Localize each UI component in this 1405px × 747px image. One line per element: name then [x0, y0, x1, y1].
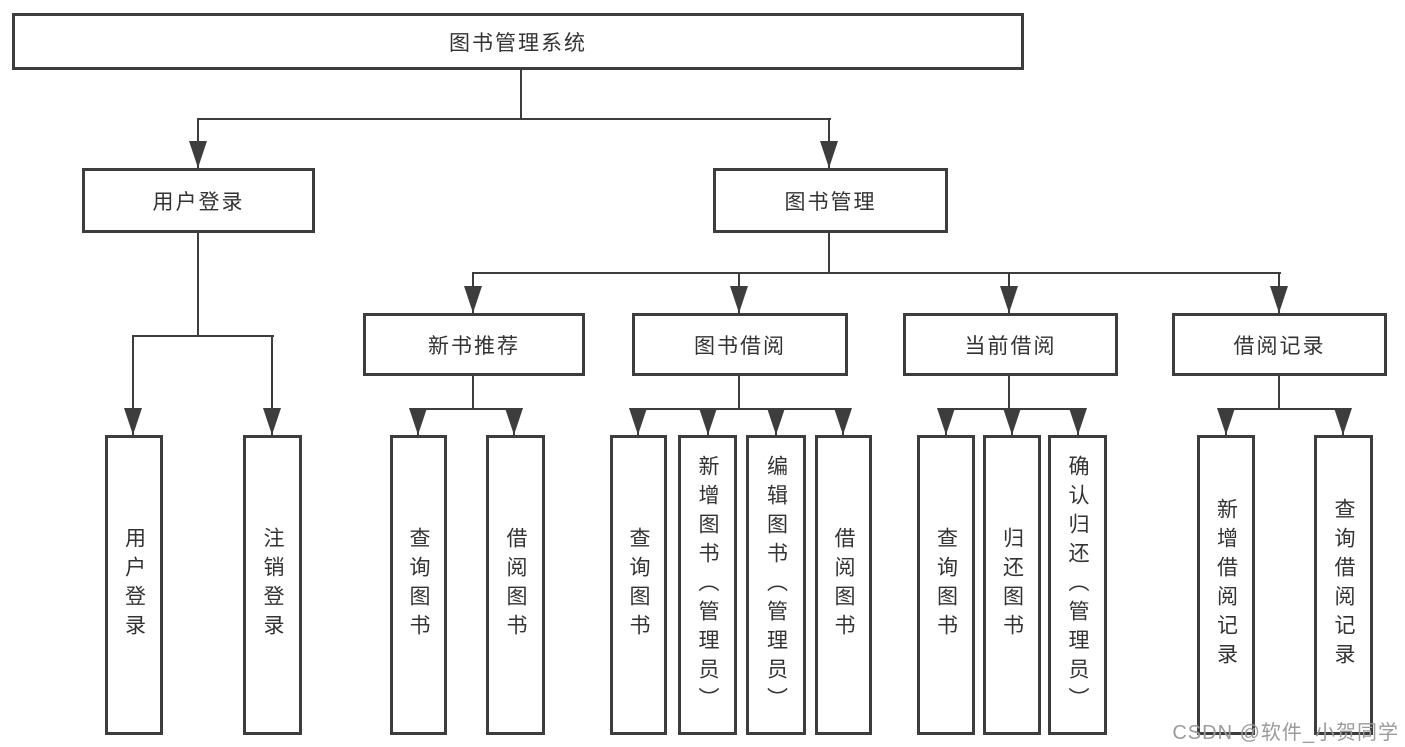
leaf-label: 查询图书 — [627, 527, 650, 643]
connector-line — [520, 70, 522, 119]
connector-line — [1278, 376, 1280, 410]
connector-arrowhead — [820, 141, 838, 168]
connector-line — [828, 233, 830, 274]
leaf-label: 归还图书 — [1000, 527, 1024, 643]
leaf-query-books-current: 查询图书 — [917, 435, 975, 735]
connector-arrowhead — [1270, 286, 1288, 313]
connector-line — [1225, 408, 1345, 410]
node-borrow-records: 借阅记录 — [1172, 313, 1387, 376]
node-current-borrow: 当前借阅 — [903, 313, 1118, 376]
leaf-label: 查询图书 — [407, 527, 430, 643]
connector-line — [1008, 376, 1010, 410]
node-label: 当前借阅 — [964, 334, 1057, 358]
node-new-book-recommend: 新书推荐 — [363, 313, 585, 376]
leaf-query-books-borrow: 查询图书 — [610, 435, 667, 735]
connector-line — [197, 233, 199, 337]
leaf-add-books-admin: 新增图书（管理员） — [678, 435, 737, 735]
connector-line — [417, 408, 515, 410]
connector-arrowhead — [767, 408, 785, 435]
leaf-label: 查询借阅记录 — [1332, 498, 1355, 672]
connector-arrowhead — [1217, 408, 1235, 435]
leaf-label: 借阅图书 — [832, 527, 855, 643]
leaf-label: 注销登录 — [261, 527, 284, 643]
node-label: 借阅记录 — [1233, 334, 1326, 358]
node-library-system: 图书管理系统 — [12, 13, 1024, 70]
leaf-confirm-return-admin: 确认归还（管理员） — [1048, 435, 1107, 735]
connector-arrowhead — [1334, 408, 1352, 435]
connector-line — [738, 376, 740, 410]
watermark: CSDN @软件_小贺同学 — [1172, 722, 1399, 744]
leaf-borrow-books: 借阅图书 — [815, 435, 872, 735]
connector-arrowhead — [505, 408, 523, 435]
connector-arrowhead — [730, 286, 748, 313]
leaf-return-books: 归还图书 — [983, 435, 1041, 735]
node-book-management: 图书管理 — [713, 168, 948, 233]
connector-arrowhead — [1003, 408, 1021, 435]
connector-line — [271, 335, 273, 435]
connector-line — [637, 408, 844, 410]
connector-arrowhead — [629, 408, 647, 435]
connector-line — [472, 272, 1281, 274]
leaf-logout: 注销登录 — [243, 435, 302, 735]
leaf-query-borrow-record: 查询借阅记录 — [1314, 435, 1373, 735]
connector-line — [472, 376, 474, 410]
leaf-query-books-recommend: 查询图书 — [390, 435, 447, 735]
leaf-label: 用户登录 — [122, 527, 146, 643]
connector-line — [132, 335, 274, 337]
node-label: 新书推荐 — [428, 334, 520, 358]
node-book-borrow: 图书借阅 — [632, 313, 848, 376]
connector-arrowhead — [834, 408, 852, 435]
leaf-add-borrow-record: 新增借阅记录 — [1197, 435, 1255, 735]
connector-arrowhead — [699, 408, 717, 435]
node-user-login: 用户登录 — [82, 168, 315, 233]
leaf-label: 新增图书（管理员） — [696, 454, 719, 716]
connector-arrowhead — [1069, 408, 1087, 435]
connector-arrowhead — [124, 408, 142, 435]
leaf-label: 新增借阅记录 — [1214, 498, 1238, 672]
node-label: 用户登录 — [152, 190, 245, 214]
node-label: 图书管理系统 — [449, 31, 587, 55]
connector-arrowhead — [1000, 286, 1018, 313]
leaf-borrow-books-recommend: 借阅图书 — [486, 435, 545, 735]
connector-arrowhead — [189, 141, 207, 168]
connector-line — [132, 335, 134, 435]
leaf-label: 确认归还（管理员） — [1066, 454, 1089, 716]
node-label: 图书借阅 — [694, 334, 786, 358]
connector-arrowhead — [263, 408, 281, 435]
connector-arrowhead — [464, 286, 482, 313]
connector-arrowhead — [937, 408, 955, 435]
leaf-label: 编辑图书（管理员） — [764, 454, 788, 716]
leaf-edit-books-admin: 编辑图书（管理员） — [746, 435, 806, 735]
connector-line — [197, 118, 831, 120]
connector-arrowhead — [409, 408, 427, 435]
leaf-label: 查询图书 — [934, 527, 958, 643]
leaf-user-login: 用户登录 — [105, 435, 163, 735]
leaf-label: 借阅图书 — [504, 527, 527, 643]
node-label: 图书管理 — [784, 190, 877, 214]
